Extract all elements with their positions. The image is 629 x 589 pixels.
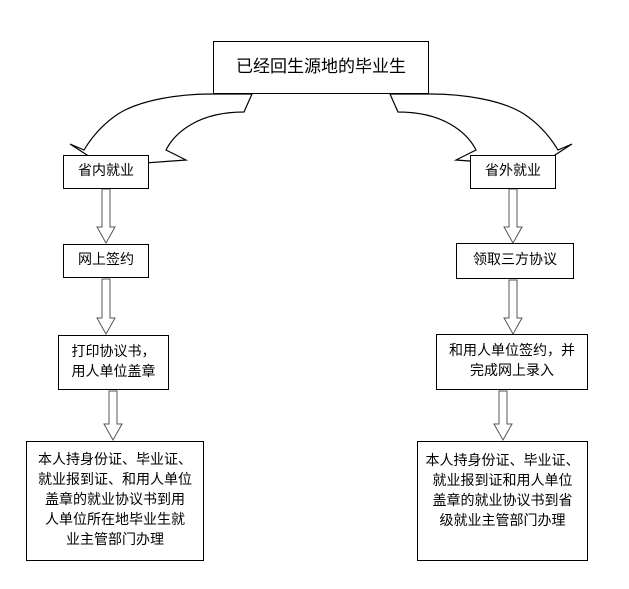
node-sign-and-online-entry[interactable]: 和用人单位签约，并 完成网上录入 — [436, 334, 588, 390]
block-arrow-r3-r4 — [493, 390, 513, 442]
node-online-signing[interactable]: 网上签约 — [63, 244, 149, 278]
block-arrow-l3-l4 — [103, 390, 123, 442]
block-arrow-l1-l2 — [96, 188, 116, 245]
block-arrow-l2-l3 — [96, 278, 116, 336]
node-local-employment-authority[interactable]: 本人持身份证、毕业证、 就业报到证、和用人单位 盖章的就业协议书到用 人单位所在… — [26, 441, 204, 561]
block-arrow-r2-r3 — [503, 279, 523, 336]
node-obtain-tripartite-agreement[interactable]: 领取三方协议 — [456, 243, 574, 279]
node-root[interactable]: 已经回生源地的毕业生 — [213, 41, 429, 94]
node-province-outside-employment[interactable]: 省外就业 — [470, 155, 556, 189]
node-provincial-employment-authority[interactable]: 本人持身份证、毕业证、 就业报到证和用人单位 盖章的就业协议书到省 级就业主管部… — [417, 441, 588, 561]
node-print-agreement-and-stamp[interactable]: 打印协议书， 用人单位盖章 — [58, 335, 169, 390]
block-arrow-r1-r2 — [503, 188, 523, 245]
node-province-inside-employment[interactable]: 省内就业 — [63, 155, 149, 189]
